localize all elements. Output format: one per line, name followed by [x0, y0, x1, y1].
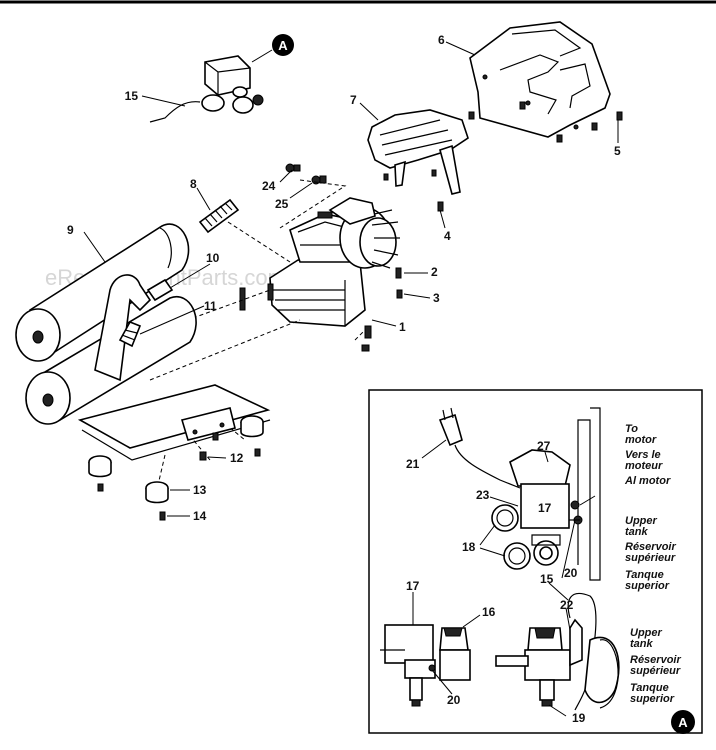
- svg-text:superior: superior: [630, 693, 675, 705]
- part-number: 20: [447, 693, 461, 707]
- svg-text:moteur: moteur: [625, 460, 663, 472]
- part-number: 15: [540, 572, 554, 586]
- part-number: 13: [193, 483, 207, 497]
- svg-text:A: A: [678, 715, 688, 730]
- tank-wall-lower: [599, 639, 619, 709]
- svg-text:Tanque: Tanque: [630, 682, 669, 694]
- part-number: 3: [433, 291, 440, 305]
- part-number: 6: [438, 33, 445, 47]
- part-number: 9: [67, 223, 74, 237]
- part-number: 12: [230, 451, 244, 465]
- part-number: 17: [406, 579, 420, 593]
- part-number: 14: [193, 509, 207, 523]
- part-numbers-main: 15 6 7 5 4 8 9 10 11 2 3 1 12 13 14 24 2…: [67, 33, 621, 523]
- svg-text:Upper: Upper: [625, 515, 658, 527]
- part-number: 20: [564, 566, 578, 580]
- detail-assembly-right: [495, 618, 620, 707]
- part-number: 1: [399, 320, 406, 334]
- hose-15-detail: [567, 592, 597, 711]
- svg-text:superior: superior: [625, 580, 670, 592]
- svg-text:supérieur: supérieur: [625, 552, 676, 564]
- svg-text:Réservoir: Réservoir: [630, 654, 681, 666]
- screws-2-3: [395, 267, 403, 299]
- part-number: 7: [350, 93, 357, 107]
- part-numbers-detail: 21 27 23 17 18 20 15 17 16 20 22 19: [406, 439, 586, 725]
- svg-text:tank: tank: [630, 638, 654, 650]
- part-number: 18: [462, 540, 476, 554]
- detail-assembly-left: [380, 624, 471, 707]
- screws-4: [383, 169, 444, 212]
- svg-text:Réservoir: Réservoir: [625, 541, 676, 553]
- label-to-motor: To motor Vers le moteur Al motor: [624, 423, 671, 487]
- shroud-cover: [469, 21, 611, 138]
- svg-text:A: A: [278, 38, 288, 53]
- pressure-switch-detail: [509, 449, 583, 529]
- power-plug: [438, 407, 521, 489]
- svg-text:Upper: Upper: [630, 627, 663, 639]
- part-number: 5: [614, 144, 621, 158]
- part-number: 10: [206, 251, 220, 265]
- leaders-main: [83, 41, 619, 517]
- svg-text:Al motor: Al motor: [624, 475, 671, 487]
- fittings-24-25: [285, 163, 327, 185]
- part-number: 11: [204, 299, 217, 313]
- part-number: 2: [431, 265, 438, 279]
- tank-wall-upper: [577, 407, 601, 581]
- fan-shroud: [367, 109, 469, 195]
- callout-a-bottom: A: [671, 710, 695, 734]
- part-number: 21: [406, 457, 420, 471]
- leaders-detail: [412, 439, 596, 717]
- motor-pump-assembly: [269, 197, 400, 327]
- svg-text:To: To: [625, 423, 638, 435]
- base-plate: [77, 384, 271, 461]
- part-number: 8: [190, 177, 197, 191]
- tanks: [15, 223, 197, 425]
- svg-text:Vers le: Vers le: [625, 449, 661, 461]
- part-number: 27: [537, 439, 551, 453]
- hose-spring: [198, 198, 240, 234]
- part-number: 25: [275, 197, 289, 211]
- svg-text:Tanque: Tanque: [625, 569, 664, 581]
- part-number: 17: [538, 501, 552, 515]
- label-upper-tank-1: Upper tank Réservoir supérieur Tanque su…: [625, 515, 676, 592]
- detail-a-frame: [368, 389, 703, 734]
- gauges: [491, 504, 561, 570]
- label-upper-tank-2: Upper tank Réservoir supérieur Tanque su…: [630, 627, 681, 705]
- bolts-motor-mount: [239, 283, 372, 352]
- screws-5: [468, 101, 623, 143]
- part-number: 15: [125, 89, 139, 103]
- rubber-feet: [88, 415, 264, 504]
- screws-12-14: [97, 432, 261, 521]
- svg-text:supérieur: supérieur: [630, 665, 681, 677]
- svg-text:tank: tank: [625, 526, 649, 538]
- part-number: 19: [572, 711, 586, 725]
- part-number: 4: [444, 229, 451, 243]
- part-number: 24: [262, 179, 276, 193]
- part-number: 16: [482, 605, 496, 619]
- pressure-switch-assembly: [149, 55, 264, 123]
- part-number: 23: [476, 488, 490, 502]
- callout-a-top: A: [251, 34, 294, 63]
- part-number: 22: [560, 598, 574, 612]
- fittings-10-11: [118, 278, 174, 348]
- svg-text:motor: motor: [625, 434, 657, 446]
